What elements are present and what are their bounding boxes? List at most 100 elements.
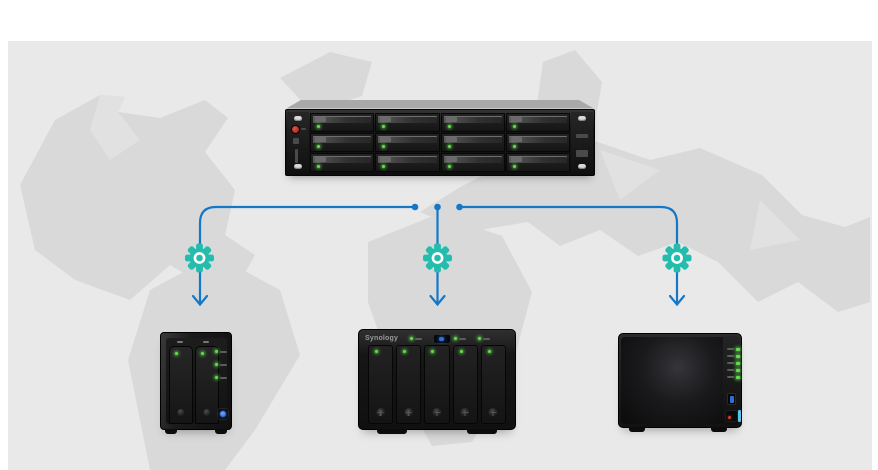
- tray-handle: [508, 136, 567, 143]
- status-led: [215, 350, 227, 353]
- power-button-icon: [218, 409, 228, 419]
- tray-handle: [378, 156, 437, 163]
- tray-latch: [315, 157, 326, 162]
- label-smudge: [301, 128, 306, 130]
- drive-bay: [424, 345, 450, 424]
- status-led: [727, 376, 740, 379]
- device-foot: [711, 427, 727, 432]
- drive-led: [175, 352, 178, 355]
- connector-dot: [456, 203, 463, 211]
- map-facet: [90, 95, 140, 160]
- drive-led: [382, 125, 386, 128]
- drive-bay: [195, 346, 219, 424]
- nas2-bays: [169, 346, 219, 424]
- rack-drive-tray: [440, 153, 505, 172]
- model-label-smudge: [576, 150, 588, 157]
- arrow-down-icon: [668, 294, 686, 307]
- map-greenland: [280, 52, 372, 112]
- tray-latch: [315, 117, 326, 122]
- tray-handle: [313, 116, 372, 123]
- tray-handle: [508, 156, 567, 163]
- nas5-top-panel: Synology: [365, 333, 509, 344]
- drive-bay: [452, 345, 478, 424]
- rack-drive-tray: [375, 113, 440, 132]
- bay-label-smudge: [203, 341, 209, 343]
- bay-lock-icon: [376, 408, 386, 417]
- connector-dot: [411, 203, 419, 211]
- tray-latch: [380, 157, 392, 162]
- tower-nas-4bay: [618, 333, 742, 432]
- rack-lid: [285, 100, 595, 110]
- bay-lock-icon: [432, 408, 442, 417]
- device-foot: [467, 429, 497, 434]
- status-led: [727, 355, 740, 358]
- brand-smudge: [295, 149, 298, 163]
- rack-drive-tray: [375, 133, 440, 152]
- device-foot: [165, 429, 177, 434]
- drive-led: [512, 145, 516, 148]
- nas4-status-leds: [727, 348, 740, 379]
- drive-bay: [396, 345, 422, 424]
- drive-led: [459, 350, 463, 353]
- arrow-down-icon: [429, 294, 446, 307]
- drive-led: [447, 165, 451, 168]
- status-led: [727, 369, 740, 372]
- rack-chassis: [285, 109, 595, 176]
- tray-latch: [445, 117, 457, 122]
- rack-drive-tray: [310, 153, 375, 172]
- drive-bay: [169, 346, 193, 424]
- screw-hole-icon: [294, 164, 302, 169]
- rack-right-ear: [571, 112, 593, 173]
- gear-icon: [423, 243, 452, 273]
- rack-drive-tray: [440, 113, 505, 132]
- rack-nas: [285, 100, 595, 176]
- tray-latch: [445, 157, 457, 162]
- tray-latch: [510, 117, 522, 122]
- drive-led: [447, 145, 451, 148]
- status-led: [215, 363, 227, 366]
- nas4-control-strip: [723, 336, 740, 425]
- tray-latch: [510, 137, 522, 142]
- usb-port-icon: [728, 394, 735, 404]
- drive-led: [403, 350, 407, 353]
- connection-lines: [185, 203, 692, 307]
- tray-handle: [313, 136, 372, 143]
- power-led: [410, 337, 423, 340]
- alert-led: [454, 337, 467, 340]
- tray-latch: [380, 117, 392, 122]
- tray-latch: [315, 137, 326, 142]
- rack-drive-grid: [310, 113, 570, 172]
- screw-hole-icon: [578, 116, 586, 121]
- drive-led: [317, 165, 320, 168]
- power-button-icon: [726, 411, 737, 421]
- rack-drive-tray: [310, 133, 375, 152]
- drive-bay: [368, 345, 394, 424]
- reset-icon: [293, 138, 299, 144]
- bay-knob: [203, 409, 211, 416]
- connector-left-line: [198, 205, 417, 305]
- drive-led: [317, 145, 320, 148]
- device-foot: [215, 429, 227, 434]
- tray-latch: [380, 137, 392, 142]
- nas4-front-door: [621, 337, 725, 424]
- tray-handle: [443, 136, 502, 143]
- power-accent: [738, 410, 741, 422]
- rack-drive-tray: [375, 153, 440, 172]
- bay-label-smudge: [177, 341, 183, 343]
- bay-lock-icon: [460, 408, 470, 417]
- screw-hole-icon: [578, 164, 586, 169]
- drive-led: [201, 352, 204, 355]
- rack-drive-tray: [310, 113, 375, 132]
- rack-drive-tray: [440, 133, 505, 152]
- drive-led: [317, 125, 320, 128]
- drive-led: [375, 350, 378, 353]
- model-label-smudge: [576, 134, 588, 138]
- arrow-down-icon: [191, 294, 209, 307]
- status-led: [215, 376, 227, 379]
- status-led: [727, 348, 740, 351]
- connector-right-line: [458, 205, 679, 305]
- banner-background: Synology: [8, 41, 872, 470]
- tray-latch: [510, 157, 522, 162]
- tray-handle: [443, 116, 502, 123]
